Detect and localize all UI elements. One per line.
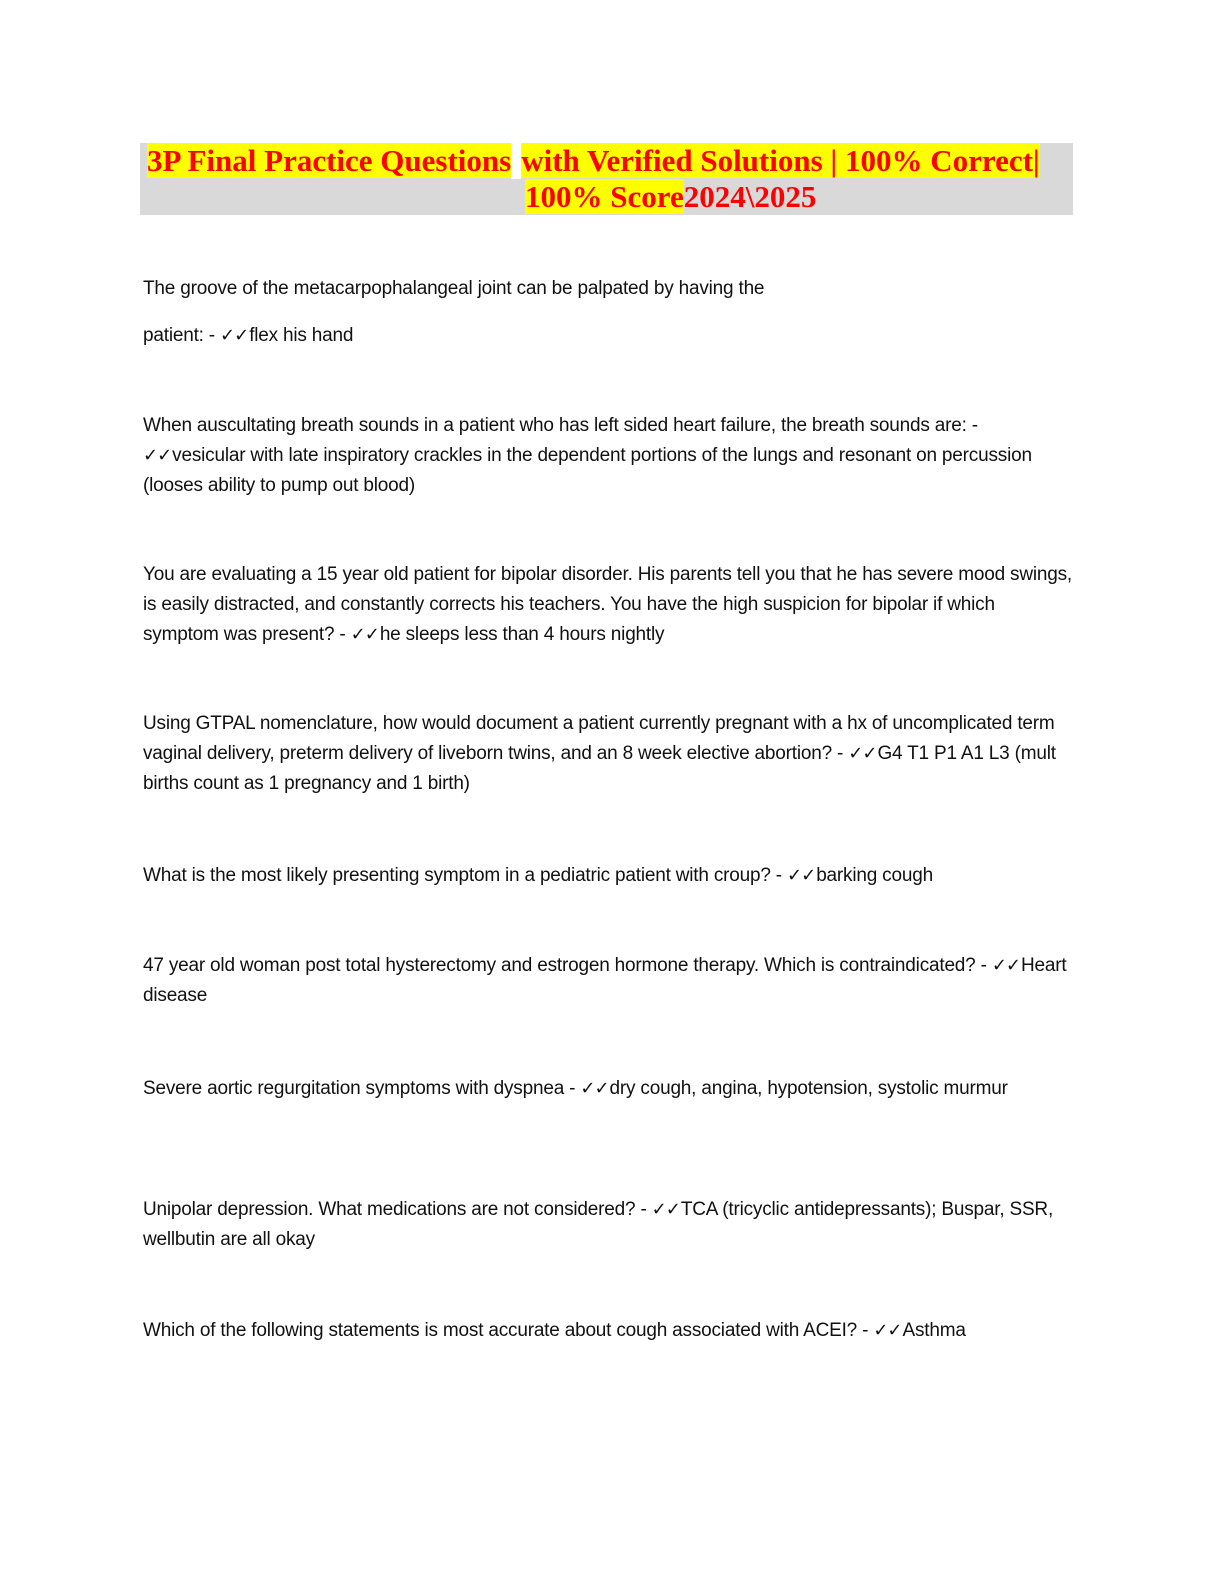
question-text: 47 year old woman post total hysterectom… xyxy=(143,955,992,976)
question-text: Using GTPAL nomenclature, how would docu… xyxy=(143,713,1055,764)
double-check-icon: ✓✓ xyxy=(787,865,816,886)
qa-item-4: Using GTPAL nomenclature, how would docu… xyxy=(143,709,1073,799)
question-text: The groove of the metacarpophalangeal jo… xyxy=(143,278,765,299)
answer-text: he sleeps less than 4 hours nightly xyxy=(379,624,665,645)
double-check-icon: ✓✓ xyxy=(143,445,172,466)
document-title-line-1: 3P Final Practice Questions with Verified… xyxy=(147,143,1040,179)
question-text: What is the most likely presenting sympt… xyxy=(143,865,788,886)
qa-item-9: Which of the following statements is mos… xyxy=(143,1316,1073,1346)
question-text: Unipolar depression. What medications ar… xyxy=(143,1199,652,1220)
qa-item-1: The groove of the metacarpophalangeal jo… xyxy=(143,274,1073,351)
answer-text: vesicular with late inspiratory crackles… xyxy=(143,445,1032,496)
qa-item-2: When auscultating breath sounds in a pat… xyxy=(143,411,1073,501)
answer-text: dry cough, angina, hypotension, systolic… xyxy=(609,1078,1008,1099)
qa-item-5: What is the most likely presenting sympt… xyxy=(143,861,1073,891)
qa-item-7: Severe aortic regurgitation symptoms wit… xyxy=(143,1074,1073,1104)
qa-item-8: Unipolar depression. What medications ar… xyxy=(143,1195,1073,1255)
double-check-icon: ✓✓ xyxy=(991,955,1021,976)
double-check-icon: ✓✓ xyxy=(848,743,877,764)
answer-text: barking cough xyxy=(816,865,933,886)
answer-text: Heart disease xyxy=(143,955,1067,1006)
double-check-icon: ✓✓ xyxy=(350,624,380,645)
double-check-icon: ✓✓ xyxy=(220,325,249,346)
question-text-cont: patient: - xyxy=(143,325,221,346)
question-text: Which of the following statements is mos… xyxy=(143,1320,874,1341)
title-segment-1: 3P Final Practice Questions xyxy=(147,143,512,178)
question-text: You are evaluating a 15 year old patient… xyxy=(143,564,1072,645)
title-segment-4: 2024\2025 xyxy=(683,179,817,214)
answer-text: Asthma xyxy=(902,1320,966,1341)
title-segment-3: 100% Score xyxy=(525,179,684,214)
double-check-icon: ✓✓ xyxy=(651,1199,681,1220)
title-gap xyxy=(511,143,522,179)
title-segment-2: with Verified Solutions | 100% Correct| xyxy=(521,143,1040,178)
double-check-icon: ✓✓ xyxy=(580,1078,609,1099)
qa-item-6: 47 year old woman post total hysterectom… xyxy=(143,951,1073,1011)
document-title-line-2: 100% Score2024\2025 xyxy=(525,179,816,215)
double-check-icon: ✓✓ xyxy=(873,1320,902,1341)
answer-text: G4 T1 P1 A1 L3 (mult births count as 1 p… xyxy=(143,743,1056,794)
question-text: When auscultating breath sounds in a pat… xyxy=(143,415,978,436)
question-text: Severe aortic regurgitation symptoms wit… xyxy=(143,1078,581,1099)
answer-text: flex his hand xyxy=(249,325,354,346)
qa-item-3: You are evaluating a 15 year old patient… xyxy=(143,560,1073,650)
answer-text: TCA (tricyclic antidepressants); Buspar,… xyxy=(143,1199,1054,1250)
